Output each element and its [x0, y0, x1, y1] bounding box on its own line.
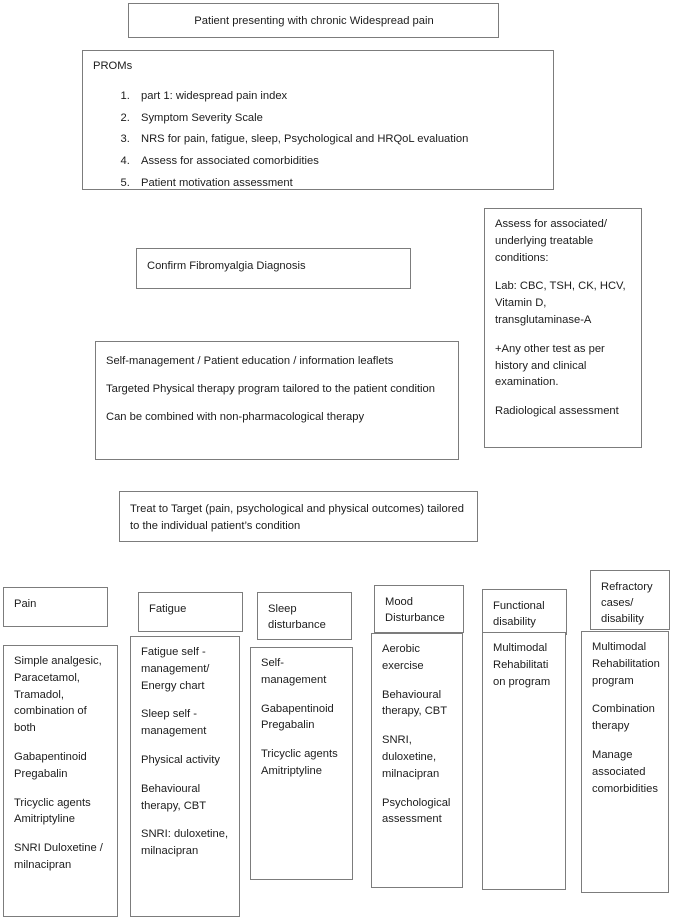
- column-header-label: Fatigue: [149, 603, 187, 615]
- self-management-paragraph: Self-management / Patient education / in…: [106, 355, 394, 367]
- column-item: Psychological assessment: [382, 796, 451, 826]
- column-body-pain: Simple analgesic, Paracetamol, Tramadol,…: [3, 645, 118, 917]
- assess-paragraph: Lab: CBC, TSH, CK, HCV, Vitamin D, trans…: [495, 280, 626, 326]
- column-body-sleep-disturbance: Self-management Gabapentinoid Pregabalin…: [250, 647, 353, 880]
- column-item: Tricyclic agents Amitriptyline: [14, 796, 91, 826]
- node-confirm-diagnosis: Confirm Fibromyalgia Diagnosis: [136, 248, 411, 289]
- node-treat-to-target-label: Treat to Target (pain, psychological and…: [130, 503, 464, 532]
- column-header-label: Refractory cases/ disability: [601, 581, 653, 626]
- column-item: Gabapentinoid Pregabalin: [14, 750, 87, 780]
- column-header-refractory-cases: Refractory cases/ disability: [590, 570, 670, 630]
- column-item: SNRI, duloxetine, milnacipran: [382, 734, 440, 780]
- self-management-paragraph: Targeted Physical therapy program tailor…: [106, 382, 435, 395]
- node-self-management: Self-management / Patient education / in…: [95, 341, 459, 460]
- assess-paragraph: Radiological assessment: [495, 405, 619, 418]
- node-presenting-complaint-label: Patient presenting with chronic Widespre…: [194, 15, 434, 27]
- column-item: Behavioural therapy, CBT: [382, 688, 448, 718]
- column-item: SNRI: duloxetine, milnacipran: [141, 828, 229, 858]
- column-body-functional-disability: Multimodal Rehabilitati on program: [482, 632, 566, 890]
- node-confirm-diagnosis-label: Confirm Fibromyalgia Diagnosis: [147, 260, 306, 272]
- column-item: Multimodal Rehabilitation program: [592, 641, 660, 687]
- node-treat-to-target: Treat to Target (pain, psychological and…: [119, 491, 478, 542]
- column-header-label: Sleep disturbance: [268, 603, 326, 632]
- column-item: Fatigue self - management/ Energy chart: [141, 646, 210, 692]
- column-item: Tricyclic agents Amitriptyline: [261, 748, 338, 777]
- list-item: part 1: widespread pain index: [133, 88, 544, 105]
- column-header-label: Mood Disturbance: [385, 596, 445, 625]
- column-item: Behavioural therapy, CBT: [141, 782, 207, 812]
- column-body-fatigue: Fatigue self - management/ Energy chart …: [130, 636, 240, 917]
- column-item: Physical activity: [141, 753, 220, 766]
- column-item: Manage associated comorbidities: [592, 748, 658, 795]
- list-item: Symptom Severity Scale: [133, 110, 544, 127]
- column-header-fatigue: Fatigue: [138, 592, 243, 632]
- column-item: SNRI Duloxetine / milnacipran: [14, 842, 103, 871]
- self-management-paragraph: Can be combined with non-pharmacological…: [106, 410, 365, 423]
- node-proms: PROMs part 1: widespread pain index Symp…: [82, 50, 554, 190]
- column-item: Combination therapy: [592, 703, 655, 733]
- column-item: Gabapentinoid Pregabalin: [261, 702, 334, 732]
- node-assess-underlying-conditions: Assess for associated/ underlying treata…: [484, 208, 642, 448]
- assess-paragraph: Assess for associated/ underlying treata…: [495, 218, 607, 264]
- column-header-pain: Pain: [3, 587, 108, 627]
- list-item: Patient motivation assessment: [133, 175, 544, 192]
- column-item: Self-management: [261, 657, 327, 686]
- proms-list: part 1: widespread pain index Symptom Se…: [93, 88, 544, 192]
- assess-paragraph: +Any other test as per history and clini…: [495, 342, 605, 389]
- column-body-mood-disturbance: Aerobic exercise Behavioural therapy, CB…: [371, 633, 463, 888]
- column-header-label: Pain: [14, 598, 37, 610]
- column-item: Multimodal Rehabilitati on program: [493, 642, 551, 688]
- column-item: Simple analgesic, Paracetamol, Tramadol,…: [14, 655, 102, 735]
- column-header-label: Functional disability: [493, 600, 545, 629]
- column-body-refractory-cases: Multimodal Rehabilitation program Combin…: [581, 631, 669, 893]
- list-item: Assess for associated comorbidities: [133, 153, 544, 170]
- column-header-functional-disability: Functional disability: [482, 589, 567, 635]
- column-header-sleep-disturbance: Sleep disturbance: [257, 592, 352, 640]
- node-proms-heading: PROMs: [93, 60, 133, 72]
- node-presenting-complaint: Patient presenting with chronic Widespre…: [128, 3, 499, 38]
- column-item: Sleep self - management: [141, 708, 207, 738]
- column-item: Aerobic exercise: [382, 643, 424, 672]
- column-header-mood-disturbance: Mood Disturbance: [374, 585, 464, 633]
- list-item: NRS for pain, fatigue, sleep, Psychologi…: [133, 131, 544, 148]
